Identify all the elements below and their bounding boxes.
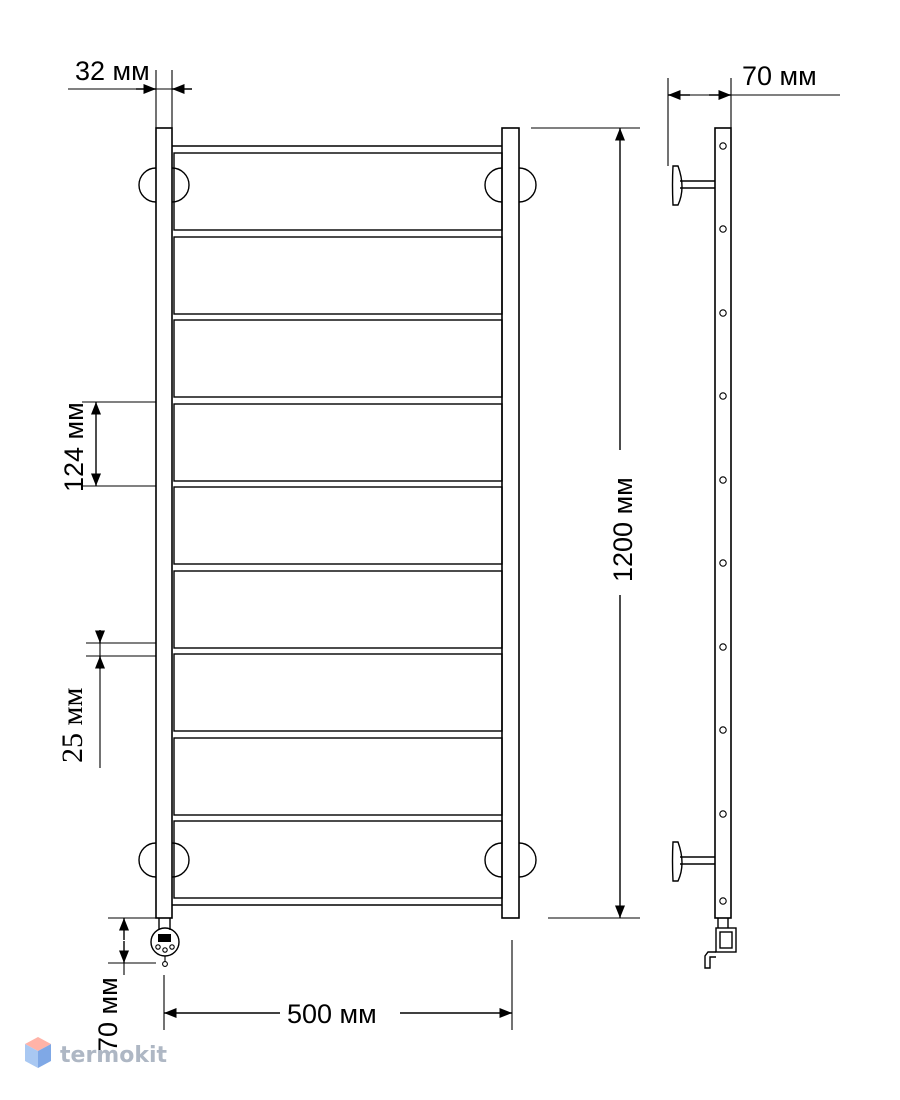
rung — [173, 737, 503, 816]
rung — [173, 152, 503, 231]
left-upright — [155, 127, 173, 919]
dim-height-label: 1200 мм — [608, 477, 638, 582]
dim-rung-height-label: 25 мм — [56, 688, 89, 763]
rung — [173, 486, 503, 565]
dim-pipe-width: 32 мм — [68, 56, 192, 128]
rung — [173, 319, 503, 398]
wall-brackets — [138, 167, 537, 878]
side-rung-ends — [719, 142, 727, 905]
rung — [173, 403, 503, 482]
dim-pipe-width-label: 32 мм — [75, 56, 150, 86]
rungs — [173, 152, 503, 899]
dim-rung-spacing: 124 мм — [59, 401, 156, 492]
dim-width: 500 мм — [163, 940, 513, 1030]
dim-height: 1200 мм — [531, 127, 640, 919]
rung — [173, 236, 503, 315]
rung — [173, 820, 503, 899]
right-upright — [501, 127, 520, 919]
side-heater — [704, 918, 737, 969]
side-upright — [714, 127, 732, 919]
dim-width-label: 500 мм — [287, 999, 377, 1029]
dim-rung-height: 25 мм — [56, 630, 156, 768]
dim-wall-offset-label: 70 мм — [742, 61, 817, 91]
cube-icon — [25, 1037, 51, 1068]
side-view — [671, 127, 737, 969]
heater-control — [150, 918, 180, 967]
dim-heater-offset: 70 мм — [93, 917, 156, 1052]
rung — [173, 570, 503, 649]
dim-heater-offset-label: 70 мм — [93, 977, 123, 1052]
termokit-logo: termokit — [25, 1037, 167, 1068]
logo-text: termokit — [60, 1043, 167, 1068]
dim-rung-spacing-label: 124 мм — [59, 402, 89, 492]
dim-wall-offset: 70 мм — [667, 61, 840, 166]
front-view — [138, 127, 537, 967]
rung — [173, 653, 503, 732]
